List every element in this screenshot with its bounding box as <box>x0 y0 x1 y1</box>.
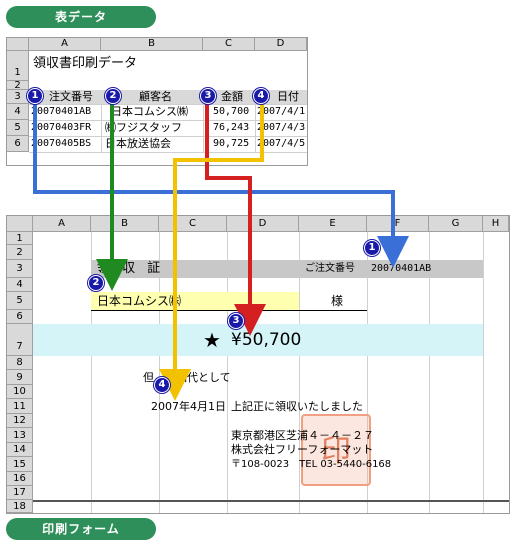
row-header-11[interactable]: 11 <box>7 399 33 414</box>
column-header-d[interactable]: D <box>255 38 307 51</box>
column-header-b[interactable]: B <box>101 38 203 51</box>
company-address[interactable]: 東京都港区芝浦４－４－２７ <box>231 429 374 442</box>
row-header-6[interactable]: 6 <box>7 310 33 324</box>
badge-1-order-no: 1 <box>364 240 380 256</box>
table-cell[interactable]: 76,243 <box>213 122 250 133</box>
row-header-13[interactable]: 13 <box>7 428 33 443</box>
badge-4-date: 4 <box>154 377 170 393</box>
row-header-15[interactable]: 15 <box>7 457 33 472</box>
badge-3-amount: 3 <box>200 88 216 104</box>
table-cell[interactable]: 2007/4/1 <box>257 106 306 117</box>
table-cell[interactable]: 20070405BS <box>31 138 92 149</box>
badge-4-date: 4 <box>253 88 269 104</box>
table-cell[interactable]: 20070403FR <box>31 122 92 133</box>
row-header-2[interactable]: 2 <box>7 81 29 91</box>
row-header-4[interactable]: 4 <box>7 104 29 120</box>
table-cell[interactable]: 50,700 <box>213 106 250 117</box>
table-cell[interactable]: 20070401AB <box>31 106 92 117</box>
order-no-value[interactable]: 20070401AB <box>371 263 432 274</box>
column-header-h[interactable]: H <box>483 216 509 232</box>
table-cell[interactable]: 日本放送協会 <box>105 137 171 150</box>
column-header-e[interactable]: E <box>299 216 367 232</box>
row-header-12[interactable]: 12 <box>7 414 33 428</box>
table-cell[interactable]: 90,725 <box>213 138 250 149</box>
column-header-b[interactable]: B <box>91 216 159 232</box>
badge-2-customer: 2 <box>105 88 121 104</box>
order-no-label[interactable]: ご注文番号 <box>305 263 355 274</box>
header-band <box>29 90 307 104</box>
table-cell[interactable]: ㈱フジスタッフ <box>105 121 182 134</box>
row-header-14[interactable]: 14 <box>7 443 33 457</box>
table-cell[interactable]: 日本コムシス㈱ <box>111 105 188 118</box>
row-header-9[interactable]: 9 <box>7 370 33 385</box>
row-header-7[interactable]: 7 <box>7 324 33 356</box>
receipt-date[interactable]: 2007年4月1日 <box>151 400 226 413</box>
row-header-5[interactable]: 5 <box>7 120 29 136</box>
corner-cell[interactable] <box>7 38 29 51</box>
row-header-1[interactable]: 1 <box>7 51 29 81</box>
badge-3-amount: 3 <box>228 313 244 329</box>
row-header-3[interactable]: 3 <box>7 90 29 104</box>
column-header-a[interactable]: A <box>29 38 101 51</box>
column-header-g[interactable]: G <box>429 216 483 232</box>
column-header-c[interactable]: C <box>203 38 255 51</box>
column-header-d[interactable]: D <box>227 216 299 232</box>
header-date[interactable]: 日付 <box>277 90 299 103</box>
row-header-3[interactable]: 3 <box>7 260 33 278</box>
column-header-f[interactable]: F <box>367 216 429 232</box>
print-form-section-label: 印刷フォーム <box>6 518 156 540</box>
row-header-1[interactable]: 1 <box>7 232 33 245</box>
star-icon: ★ <box>203 328 221 352</box>
row-header-6[interactable]: 6 <box>7 136 29 152</box>
row-header-5[interactable]: 5 <box>7 292 33 310</box>
table-cell[interactable]: 2007/4/3 <box>257 122 306 133</box>
row-header-10[interactable]: 10 <box>7 385 33 399</box>
badge-2-customer: 2 <box>88 275 104 291</box>
sheet-title[interactable]: 領収書印刷データ <box>33 56 138 71</box>
honorific[interactable]: 様 <box>331 294 344 308</box>
row-header-4[interactable]: 4 <box>7 278 33 292</box>
column-header-c[interactable]: C <box>159 216 227 232</box>
amount-value[interactable]: ¥50,700 <box>231 330 302 350</box>
row-header-16[interactable]: 16 <box>7 472 33 486</box>
receipt-title[interactable]: 領 収 証 <box>97 261 165 276</box>
row-header-18[interactable]: 18 <box>7 500 33 513</box>
badge-1-order-no: 1 <box>27 88 43 104</box>
row-header-8[interactable]: 8 <box>7 356 33 370</box>
header-order-no[interactable]: 注文番号 <box>49 90 93 103</box>
corner-cell[interactable] <box>7 216 33 232</box>
data-table-section-label: 表データ <box>6 6 156 28</box>
header-amount[interactable]: 金額 <box>221 90 243 103</box>
company-name[interactable]: 株式会社フリーフォーマット <box>231 443 374 456</box>
receipt-statement[interactable]: 上記正に領収いたしました <box>231 400 363 413</box>
row-header-17[interactable]: 17 <box>7 486 33 500</box>
print-form-spreadsheet: A B C D E F G H 1 2 3 4 5 6 7 8 9 10 11 … <box>6 215 510 514</box>
company-seal-stamp: 印 <box>301 414 371 486</box>
company-contact[interactable]: 〒108-0023 TEL 03-5440-6168 <box>231 459 392 470</box>
row-header-2[interactable]: 2 <box>7 245 33 260</box>
table-cell[interactable]: 2007/4/5 <box>257 138 306 149</box>
header-customer[interactable]: 顧客名 <box>139 90 172 103</box>
customer-name[interactable]: 日本コムシス㈱ <box>97 294 182 308</box>
column-header-a[interactable]: A <box>33 216 91 232</box>
